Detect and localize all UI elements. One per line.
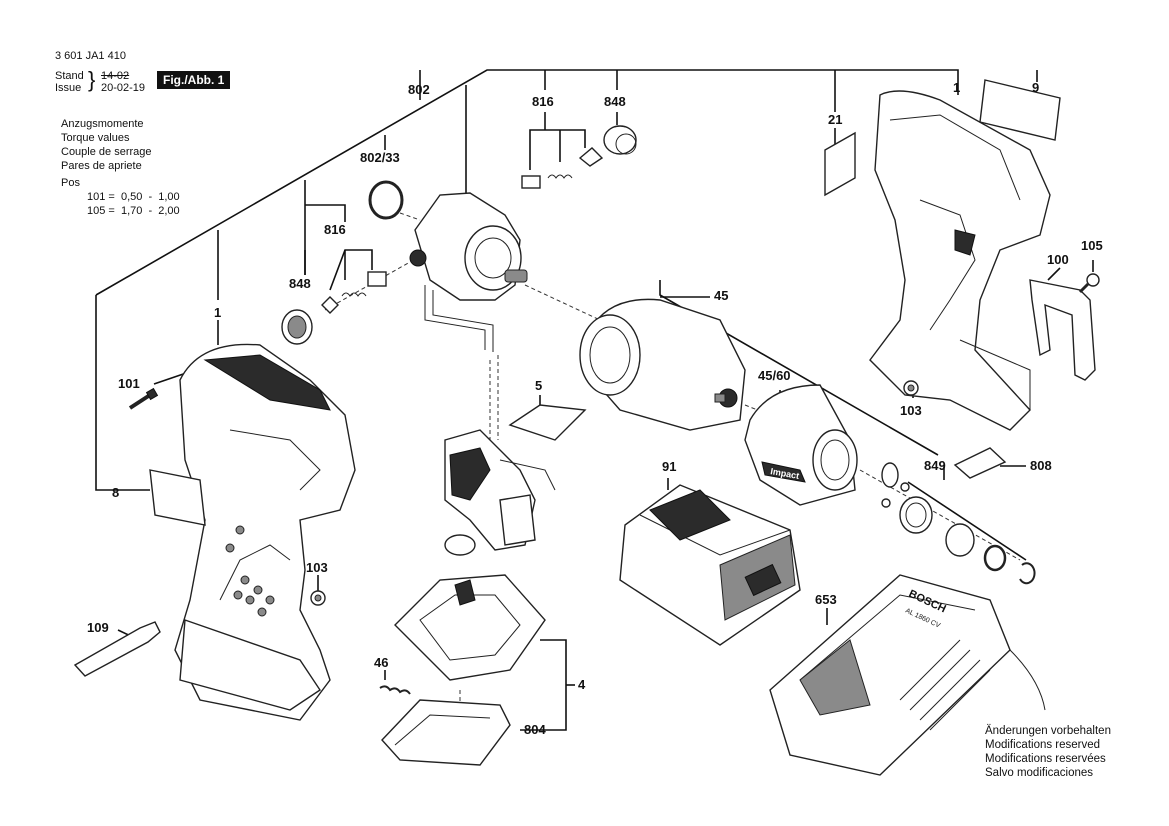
grip-dots	[225, 525, 275, 617]
torque-title-fr: Couple de serrage	[61, 146, 152, 158]
note-en: Modifications reserved	[985, 739, 1101, 751]
torque-row-105: 105 = 1,70 - 2,00	[87, 205, 180, 217]
label-plate-21	[824, 131, 856, 197]
part-label-802-33: 802/33	[360, 150, 400, 165]
part-label-804: 804	[524, 722, 546, 737]
torque-title-en: Torque values	[61, 132, 130, 144]
gear-housing-45	[579, 298, 746, 431]
brace-symbol: }	[88, 67, 96, 92]
document-number: 3 601 JA1 410	[55, 50, 126, 62]
part-label-849: 849	[924, 458, 946, 473]
part-label-653: 653	[815, 592, 837, 607]
part-label-46: 46	[374, 655, 389, 670]
part-label-109: 109	[87, 620, 109, 635]
part-label-91: 91	[662, 459, 677, 474]
screw-101	[128, 387, 159, 410]
nose-cover-45-60: Impact	[744, 384, 858, 506]
part-label-103-right: 103	[900, 403, 922, 418]
o-ring-802-33	[368, 180, 404, 220]
label-plate-8	[149, 469, 206, 526]
torque-block: Anzugsmomente Torque values Couple de se…	[61, 117, 180, 218]
note-es: Salvo modificaciones	[985, 767, 1094, 779]
belt-clip-100	[1029, 279, 1096, 381]
impact-label: Impact	[770, 466, 800, 481]
label-plate-808	[953, 447, 1007, 479]
part-label-101: 101	[118, 376, 140, 391]
part-label-848-top: 848	[604, 94, 626, 109]
part-label-802: 802	[408, 82, 430, 97]
note-fr: Modifications reservées	[985, 753, 1106, 765]
torque-title-es: Pares de apriete	[61, 160, 142, 172]
part-label-8: 8	[112, 485, 120, 500]
part-label-808: 808	[1030, 458, 1052, 473]
torque-pos-label: Pos	[61, 177, 80, 189]
part-label-45-60: 45/60	[758, 368, 791, 383]
figure-badge: Fig./Abb. 1	[157, 71, 231, 89]
part-label-816-top: 816	[532, 94, 554, 109]
contact-plate-804	[381, 699, 511, 766]
old-date: 14-02	[101, 70, 130, 82]
part-5-cover	[508, 404, 587, 441]
issue-label: Issue	[55, 82, 82, 94]
torque-title-de: Anzugsmomente	[61, 118, 144, 130]
housing-right-half	[869, 90, 1051, 431]
part-label-100: 100	[1047, 252, 1069, 267]
battery-pack-91	[619, 484, 801, 646]
screw-105	[1078, 273, 1100, 294]
bushing-848-top	[603, 125, 637, 155]
housing-left-half	[174, 343, 356, 721]
motor-assembly	[409, 192, 528, 352]
part-label-103-left: 103	[306, 560, 328, 575]
new-date: 20-02-19	[101, 82, 146, 94]
carbon-brush-set-top	[521, 147, 604, 189]
part-label-4: 4	[578, 677, 586, 692]
nut-103-left	[310, 590, 326, 606]
modification-notes: Änderungen vorbehalten Modifications res…	[985, 724, 1111, 780]
part-label-45: 45	[714, 288, 729, 303]
charger-vent-ribs	[899, 639, 991, 731]
note-de: Änderungen vorbehalten	[985, 725, 1111, 737]
nut-103-right	[903, 380, 919, 396]
charger-653: BOSCH AL 1860 CV	[769, 574, 1046, 776]
carbon-brush-set-left	[321, 271, 387, 314]
part-label-9: 9	[1032, 80, 1040, 95]
part-label-5: 5	[535, 378, 543, 393]
stand-label: Stand	[55, 70, 84, 82]
small-parts-849	[881, 462, 1036, 585]
part-label-816-left: 816	[324, 222, 346, 237]
spring-46	[379, 685, 411, 695]
bushing-848-left	[281, 309, 313, 345]
part-label-21: 21	[828, 112, 843, 127]
label-plate-9	[979, 79, 1061, 141]
screwdriver-bit-109	[73, 621, 161, 677]
part-label-1-top: 1	[953, 80, 961, 95]
switch-assembly	[444, 429, 556, 556]
part-label-105: 105	[1081, 238, 1103, 253]
torque-row-101: 101 = 0,50 - 1,00	[87, 191, 180, 203]
part-label-848-left: 848	[289, 276, 311, 291]
base-plate-4	[394, 574, 546, 681]
leader-lines	[95, 69, 1094, 731]
part-label-1-left: 1	[214, 305, 222, 320]
